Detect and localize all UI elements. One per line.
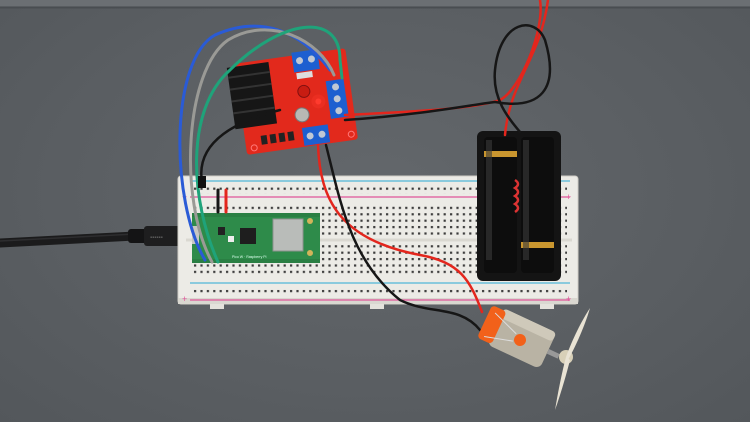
wire-gray bbox=[188, 28, 336, 264]
svg-text:+: + bbox=[182, 294, 187, 304]
svg-text:+: + bbox=[566, 294, 571, 304]
wire-black-battery bbox=[343, 24, 552, 134]
svg-text:▪▪▪▪▪▪: ▪▪▪▪▪▪ bbox=[150, 235, 163, 241]
wire-red-motor bbox=[316, 143, 484, 314]
pico-w: Pico W · Raspberry Pi bbox=[192, 213, 320, 263]
l298n-driver bbox=[226, 48, 358, 155]
usb-cable: ▪▪▪▪▪▪ bbox=[0, 226, 184, 248]
jumper-wires bbox=[178, 0, 552, 332]
wire-black-signal bbox=[200, 108, 282, 184]
mat-top-ridge bbox=[0, 0, 750, 8]
battery-holder bbox=[477, 131, 561, 281]
mat-grooves bbox=[0, 0, 750, 9]
svg-text:Pico W · Raspberry Pi: Pico W · Raspberry Pi bbox=[232, 255, 267, 259]
wire-red-battery-b bbox=[503, 0, 550, 137]
svg-text:+: + bbox=[566, 192, 571, 202]
wire-red-battery bbox=[343, 0, 542, 117]
propeller bbox=[555, 308, 590, 410]
wire-black-motor bbox=[324, 143, 482, 332]
dc-motor bbox=[478, 306, 560, 368]
wire-green bbox=[195, 25, 344, 264]
